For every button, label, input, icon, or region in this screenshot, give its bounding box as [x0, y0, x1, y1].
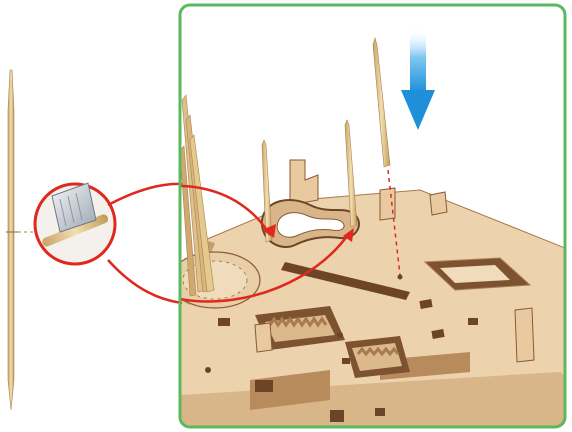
toothpick-left — [6, 70, 18, 410]
assembly-view — [108, 5, 570, 430]
peg-hole — [398, 275, 403, 280]
cut-detail-callout — [35, 183, 115, 264]
callout-connectors-outside — [108, 184, 182, 303]
